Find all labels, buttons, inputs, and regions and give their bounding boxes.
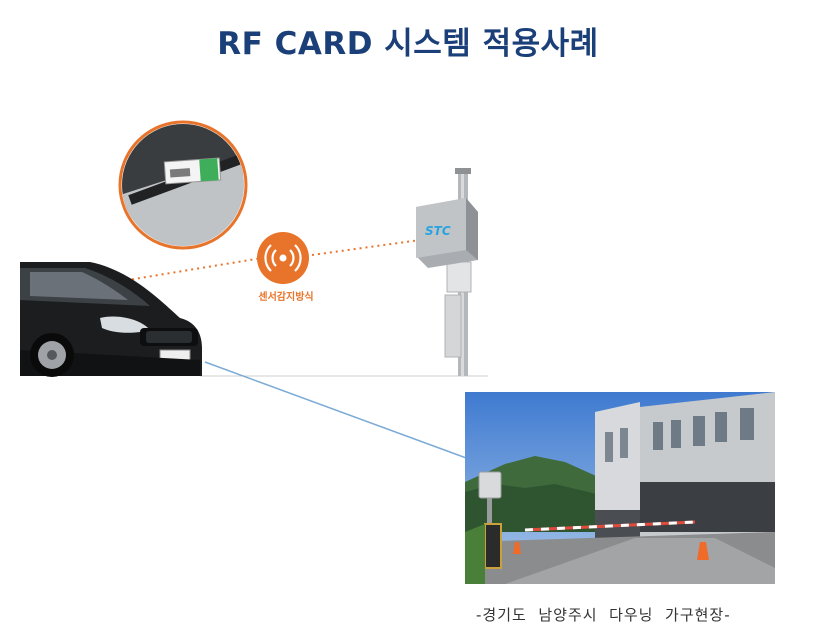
site-photo-scene [465, 392, 775, 584]
car-illustration [20, 262, 202, 377]
sensor-detection-label: 센서감지방식 [258, 292, 314, 303]
signal-line-car [54, 257, 263, 293]
rf-wave-icon [257, 232, 309, 284]
site-photo [465, 392, 775, 584]
windshield-card-magnifier [118, 120, 248, 250]
rf-reader-pole [416, 168, 478, 376]
signal-line-reader [311, 239, 421, 256]
connector-line [204, 361, 489, 467]
page-title: RF CARD 시스템 적용사례 [217, 26, 599, 62]
reader-brand-label: STC [425, 224, 451, 238]
site-caption: -경기도 남양주시 다우닝 가구현장- [476, 606, 731, 624]
